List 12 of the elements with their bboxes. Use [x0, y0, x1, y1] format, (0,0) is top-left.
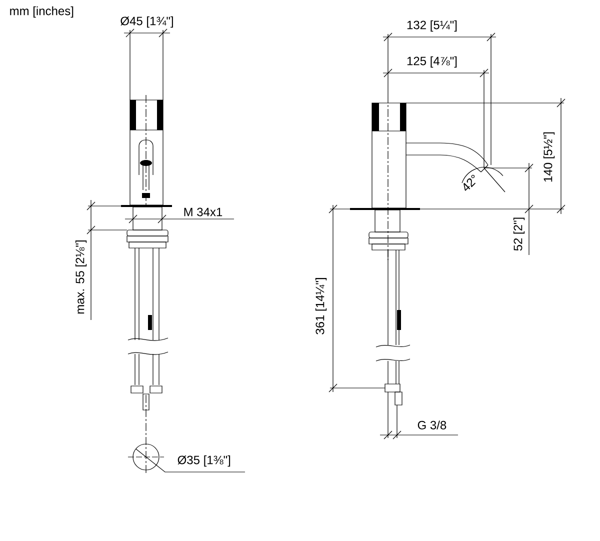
dimension-label: 125 [4⅞"]: [407, 56, 457, 68]
dimension-label: M 34x1: [184, 208, 222, 216]
dimension-label: Ø45 [1¾"]: [120, 16, 173, 28]
dimension-label: 361 [14¼"]: [315, 278, 327, 334]
dimension-label: 132 [5¼"]: [407, 20, 457, 32]
dimension-label: G 3/8: [418, 420, 446, 430]
angle-label: 42°: [464, 174, 476, 191]
dimension-label: 52 [2"]: [513, 218, 525, 251]
dimension-label: 140 [5½"]: [543, 132, 555, 182]
unit-note: mm [inches]: [10, 6, 74, 18]
dimension-label: max. 55 [2⅛"]: [75, 240, 87, 314]
dimension-label: Ø35 [1⅜"]: [178, 455, 230, 467]
